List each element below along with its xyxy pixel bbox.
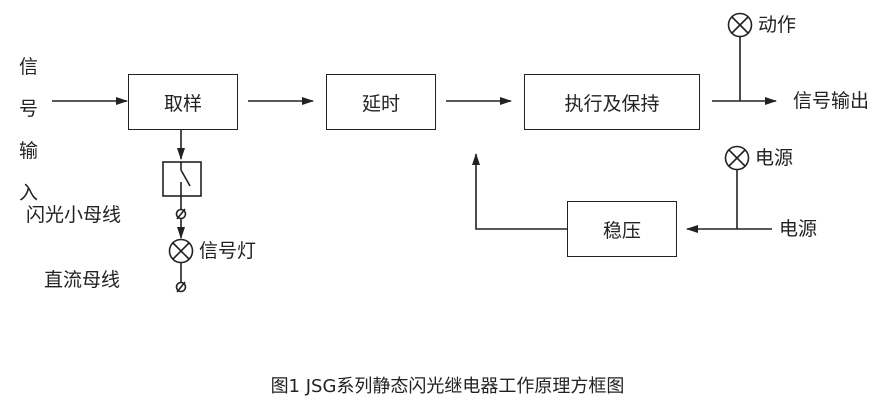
regulator-block: 稳压 xyxy=(567,201,677,257)
delay-block: 延时 xyxy=(326,74,436,130)
dc-bus-label: 直流母线 xyxy=(44,269,121,291)
execute-hold-block: 执行及保持 xyxy=(524,74,700,130)
arrow-regulator-to-execute xyxy=(472,153,567,230)
switch-blade xyxy=(180,169,191,187)
dc-bus-terminal-slash xyxy=(176,281,186,293)
switch-box xyxy=(162,161,202,197)
power-lamp-icon xyxy=(724,145,750,171)
action-lamp-icon xyxy=(727,12,753,38)
power-input-label: 电源 xyxy=(779,218,818,240)
flash-bus-terminal-slash xyxy=(176,208,186,220)
flash-bus-label: 闪光小母线 xyxy=(26,204,122,226)
signal-input-char-4: 入 xyxy=(19,182,39,204)
figure-caption: 图1 JSG系列静态闪光继电器工作原理方框图 xyxy=(270,376,625,397)
power-lamp-label: 电源 xyxy=(755,147,794,169)
signal-lamp-icon xyxy=(168,238,194,264)
signal-input-char-2: 号 xyxy=(19,98,39,120)
signal-input-char-3: 输 xyxy=(19,140,39,162)
signal-input-char-1: 信 xyxy=(19,56,39,78)
signal-output-label: 信号输出 xyxy=(793,90,870,112)
action-label: 动作 xyxy=(758,14,797,36)
flash-bus-terminal xyxy=(175,208,187,220)
sampling-block: 取样 xyxy=(128,74,238,130)
dc-bus-terminal xyxy=(175,281,187,293)
signal-lamp-label: 信号灯 xyxy=(199,240,257,262)
